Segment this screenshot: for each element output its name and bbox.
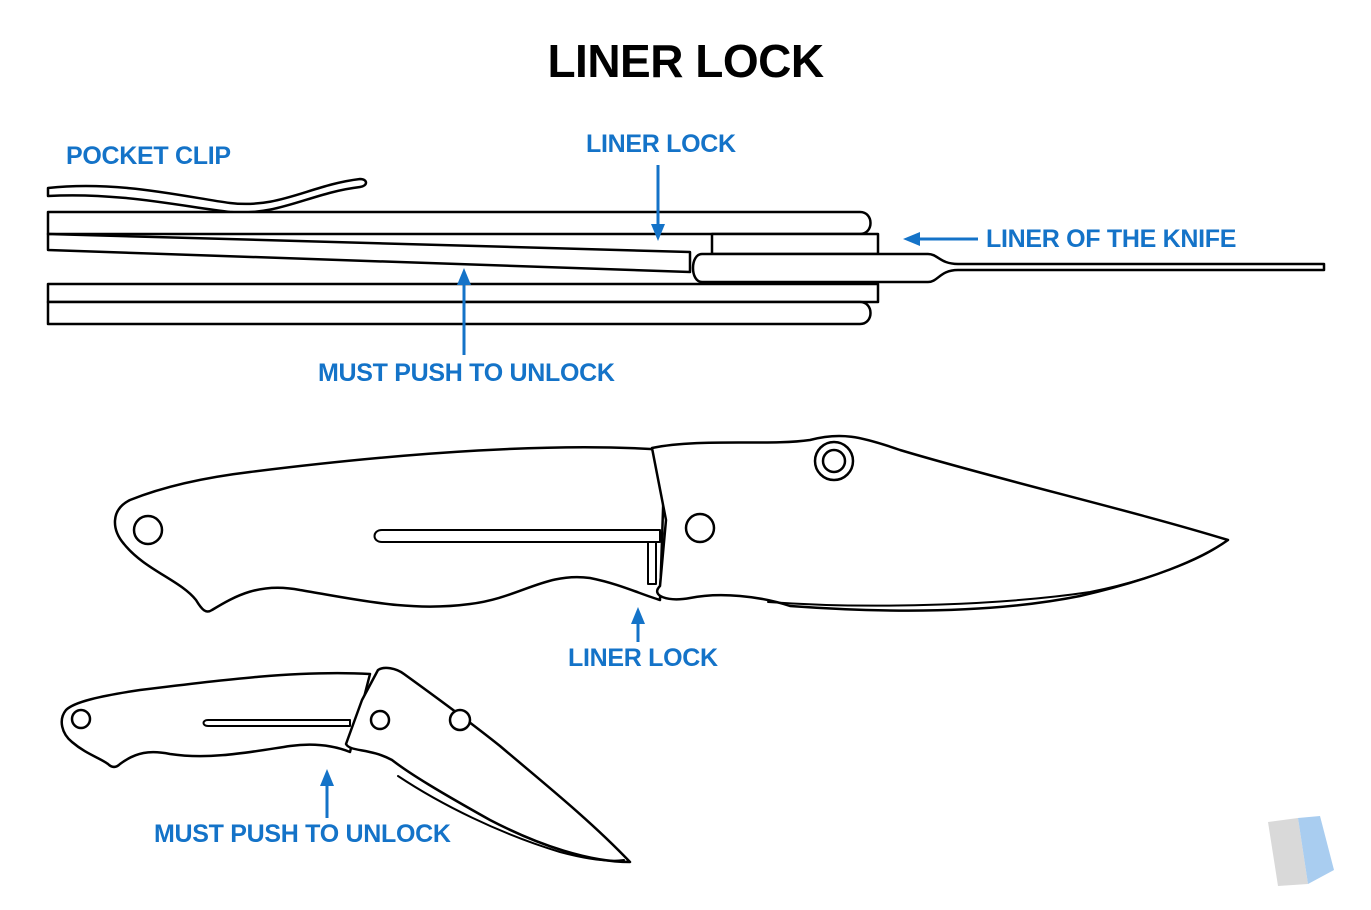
profile-arrows: [457, 165, 978, 355]
bottom-arrows: [320, 769, 334, 818]
middle-arrows: [631, 607, 645, 642]
lower-scale-shape: [46, 300, 872, 326]
blade-thumb-stud-inner: [821, 448, 847, 474]
blade-pivot-hole: [684, 512, 716, 544]
blade-edge-line: [767, 543, 1223, 607]
blade-tang-block: [710, 232, 880, 256]
closing-pivot-hole-b: [448, 708, 472, 732]
closing-handle-pivot-hole: [70, 708, 92, 730]
closing-blade-edge: [397, 775, 625, 862]
open-knife: [113, 434, 1230, 613]
liner-lock-middle-arrow-head: [631, 607, 645, 624]
blade-spine-shape: [691, 252, 1326, 284]
logo-blue-panel: [1298, 816, 1334, 884]
closing-knife-blade: [344, 666, 632, 864]
upper-scale-shape: [46, 210, 872, 236]
handle-pivot-hole: [132, 514, 164, 546]
handle-slot: [373, 529, 661, 543]
push-unlock-bottom-arrow-head: [320, 769, 334, 786]
closing-handle-slot: [202, 719, 351, 727]
brand-logo-icon: [1268, 816, 1334, 886]
open-knife-liner-lock: [647, 541, 657, 585]
push-unlock-top-arrow-head: [457, 268, 471, 285]
liner-lock-top-label: LINER LOCK: [586, 130, 736, 158]
logo-gray-panel: [1268, 818, 1308, 886]
pocket-clip-label: POCKET CLIP: [66, 142, 231, 170]
liner-of-knife-label: LINER OF THE KNIFE: [986, 225, 1237, 253]
liner-knife-arrow-head: [903, 232, 920, 246]
liner-lock-middle-label: LINER LOCK: [568, 644, 718, 672]
open-knife-blade: [650, 434, 1230, 612]
must-push-bottom-label: MUST PUSH TO UNLOCK: [154, 820, 451, 848]
pocket-clip-shape: [46, 177, 368, 214]
liner-lock-wedge: [46, 232, 692, 274]
must-push-top-label: MUST PUSH TO UNLOCK: [318, 359, 615, 387]
liner-lock-arrow-head: [651, 224, 665, 241]
closing-pivot-hole-a: [369, 709, 391, 731]
diagram-title: LINER LOCK: [547, 35, 824, 87]
closing-knife: [60, 666, 632, 864]
